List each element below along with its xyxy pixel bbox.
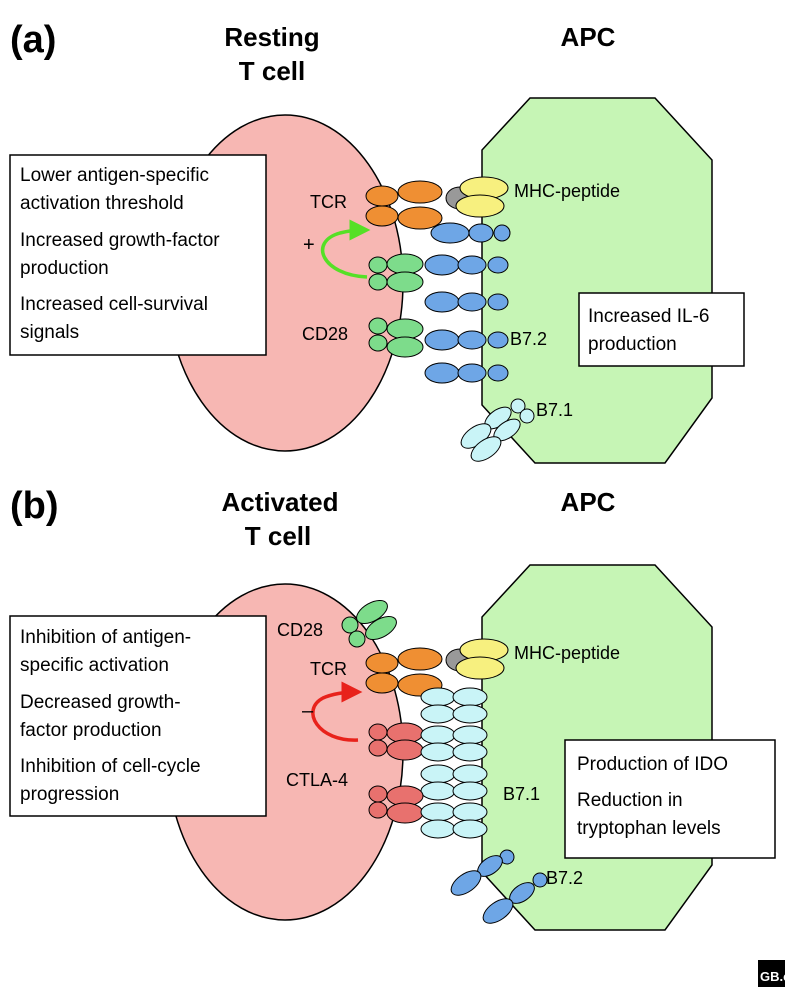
panel-b-b71-1 — [420, 687, 488, 724]
panel-a-apc-effects-box — [578, 292, 745, 367]
panel-b-ctla4-upper — [368, 722, 424, 761]
panel-b-cd28-label: CD28 — [277, 620, 323, 640]
panel-b-tcell-effects-box — [9, 615, 267, 817]
panel-b-b72 — [450, 849, 548, 924]
panel-b-mhc-peptide — [445, 638, 509, 680]
panel-a-tcr-label: TCR — [310, 192, 347, 212]
panel-a: (a) Resting T cell APC — [9, 19, 745, 464]
panel-a-mhc-label: MHC-peptide — [514, 181, 620, 201]
panel-b-b72-label: B7.2 — [546, 868, 583, 888]
panel-b-apc-title: APC — [561, 487, 616, 517]
panel-b-minus-sign: – — [302, 700, 314, 722]
panel-b: (b) Activated T cell APC — [9, 485, 776, 931]
journal-watermark: GB.c — [758, 960, 785, 987]
panel-b-apc-effect-2b: tryptophan levels — [577, 818, 721, 839]
panel-b-ctla4-lower — [368, 785, 424, 824]
panel-a-tcell-effects-box — [9, 154, 267, 356]
panel-a-apc-effect-1b: production — [588, 334, 677, 355]
panel-b-tcell-effect-2b: factor production — [20, 720, 162, 741]
panel-a-cd28-label: CD28 — [302, 324, 348, 344]
panel-a-tcell-effect-3b: signals — [20, 322, 79, 343]
panel-a-tcr — [365, 180, 443, 230]
panel-b-tcell-title-line1: Activated — [221, 487, 338, 517]
panel-a-tcell-effect-2a: Increased growth-factor — [20, 230, 220, 251]
panel-b-tcell-effect-3a: Inhibition of cell-cycle — [20, 756, 201, 777]
panel-b-apc-effect-1: Production of IDO — [577, 754, 728, 775]
panel-a-tcell-effect-1b: activation threshold — [20, 193, 184, 214]
panel-a-b72-upper — [424, 254, 509, 276]
panel-a-b72-bound — [424, 329, 509, 351]
panel-b-tcell-effect-2a: Decreased growth- — [20, 692, 181, 713]
panel-b-negative-arrow — [311, 681, 363, 742]
panel-a-tcell-title-line1: Resting — [224, 22, 319, 52]
panel-a-tcell-title-line2: T cell — [239, 56, 305, 86]
panel-a-b72-label: B7.2 — [510, 329, 547, 349]
panel-b-letter: (b) — [10, 485, 59, 527]
panel-b-b71-label: B7.1 — [503, 784, 540, 804]
panel-b-tcell-effect-1b: specific activation — [20, 655, 169, 676]
panel-b-tcr-label: TCR — [310, 659, 347, 679]
panel-a-mhc-peptide — [430, 176, 511, 244]
panel-a-b71-label: B7.1 — [536, 400, 573, 420]
panel-a-tcell-effect-3a: Increased cell-survival — [20, 294, 208, 315]
panel-a-cd28-lower — [368, 317, 424, 358]
panel-a-letter: (a) — [10, 19, 56, 61]
panel-a-b72-free-2 — [424, 362, 509, 384]
panel-a-apc-effect-1a: Increased IL-6 — [588, 306, 709, 327]
panel-a-b72-free-1 — [424, 291, 509, 313]
panel-a-cd28-upper — [368, 253, 424, 293]
panel-b-ctla4-label: CTLA-4 — [286, 770, 348, 790]
panel-b-apc-effects-box — [564, 739, 776, 859]
panel-b-cd28 — [341, 599, 397, 648]
panel-b-tcell-effect-3b: progression — [20, 784, 119, 805]
panel-a-positive-arrow — [320, 219, 371, 279]
panel-a-tcell-effect-1a: Lower antigen-specific — [20, 165, 209, 186]
panel-a-tcell-effect-2b: production — [20, 258, 109, 279]
panel-b-b71-2 — [420, 725, 488, 762]
panel-b-b71-3 — [420, 764, 488, 801]
panel-b-apc-effect-2a: Reduction in — [577, 790, 683, 811]
panel-b-mhc-label: MHC-peptide — [514, 643, 620, 663]
panel-a-plus-sign: + — [303, 234, 315, 256]
panel-b-tcell-title-line2: T cell — [245, 521, 311, 551]
panel-b-b71-4 — [420, 802, 488, 839]
panel-a-apc-title: APC — [561, 22, 616, 52]
panel-b-tcell-effect-1a: Inhibition of antigen- — [20, 627, 191, 648]
watermark-text: GB.c — [760, 969, 785, 984]
panel-a-b71 — [460, 398, 535, 462]
